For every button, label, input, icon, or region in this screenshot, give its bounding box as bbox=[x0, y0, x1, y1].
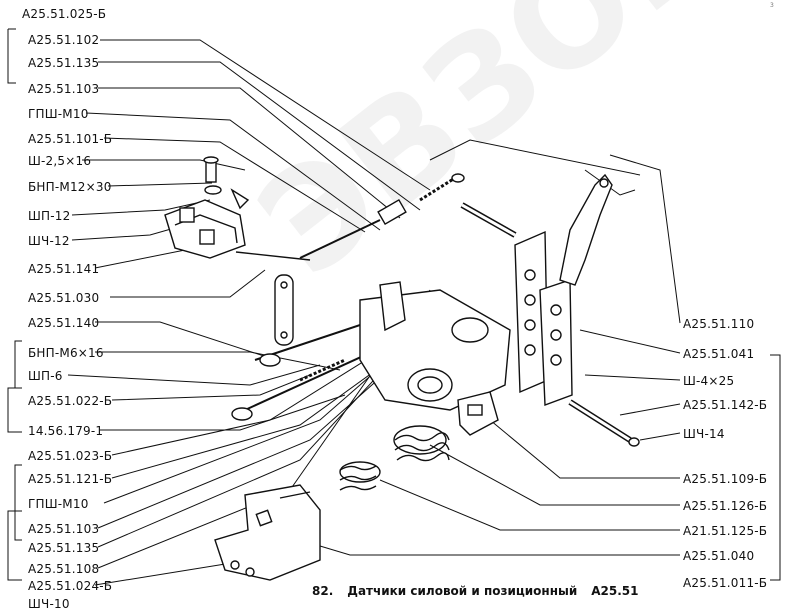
label-bnp-m6x16: БНП-М6×16 bbox=[28, 346, 104, 360]
label-sh-2-5x16: Ш-2,5×16 bbox=[28, 154, 92, 168]
label-bnp-m12x30: БНП-М12×30 bbox=[28, 180, 112, 194]
label-a25-51-141: А25.51.141 bbox=[28, 262, 100, 276]
label-sh-4x25: Ш-4×25 bbox=[683, 374, 735, 388]
bracket-right bbox=[770, 354, 781, 581]
label-shch-14: ШЧ-14 bbox=[683, 427, 725, 441]
label-a25-51-103-lower: А25.51.103 bbox=[28, 522, 100, 536]
label-a25-51-108: А25.51.108 bbox=[28, 562, 100, 576]
label-gpsh-m10-lower: ГПШ-М10 bbox=[28, 497, 89, 511]
label-gpsh-m10: ГПШ-М10 bbox=[28, 107, 89, 121]
label-a25-51-142-b: А25.51.142-Б bbox=[683, 398, 768, 412]
label-a25-51-109-b: А25.51.109-Б bbox=[683, 472, 768, 486]
page-mark: 3 bbox=[770, 2, 774, 9]
label-a25-51-011-b: А25.51.011-Б bbox=[683, 576, 768, 590]
figure-number: 82. bbox=[312, 584, 334, 598]
label-shch-12: ШЧ-12 bbox=[28, 234, 70, 248]
bracket-top-left bbox=[7, 29, 16, 84]
label-a25-51-103: А25.51.103 bbox=[28, 82, 100, 96]
label-a25-51-025-b: А25.51.025-Б bbox=[22, 7, 107, 21]
label-a21-51-125-b: А21.51.125-Б bbox=[683, 524, 768, 538]
label-a25-51-023-b: А25.51.023-Б bbox=[28, 449, 113, 463]
label-a25-51-101-b: А25.51.101-Б bbox=[28, 132, 113, 146]
label-a25-51-135-lower: А25.51.135 bbox=[28, 541, 100, 555]
figure-title: Датчики силовой и позиционный bbox=[347, 584, 578, 598]
label-14-56-179-1: 14.56.179-1 bbox=[28, 424, 104, 438]
label-a25-51-110: А25.51.110 bbox=[683, 317, 755, 331]
label-a25-51-126-b: А25.51.126-Б bbox=[683, 499, 768, 513]
label-a25-51-022-b: А25.51.022-Б bbox=[28, 394, 113, 408]
label-a25-51-040: А25.51.040 bbox=[683, 549, 755, 563]
label-a25-51-140: А25.51.140 bbox=[28, 316, 100, 330]
label-a25-51-030: А25.51.030 bbox=[28, 291, 100, 305]
label-a25-51-121-b: А25.51.121-Б bbox=[28, 472, 113, 486]
label-shp-12: ШП-12 bbox=[28, 209, 71, 223]
label-a25-51-024-b: А25.51.024-Б bbox=[28, 579, 113, 593]
bracket-bottom-left bbox=[14, 464, 22, 541]
label-a25-51-135: А25.51.135 bbox=[28, 56, 100, 70]
figure-code: А25.51 bbox=[591, 584, 639, 598]
figure-caption: 82. Датчики силовой и позиционный А25.51 bbox=[312, 584, 653, 598]
label-a25-51-102: А25.51.102 bbox=[28, 33, 100, 47]
label-shch-10: ШЧ-10 bbox=[28, 597, 70, 611]
label-shp-6: ШП-6 bbox=[28, 369, 63, 383]
bracket-mid-left bbox=[14, 340, 22, 389]
label-a25-51-041: А25.51.041 bbox=[683, 347, 755, 361]
